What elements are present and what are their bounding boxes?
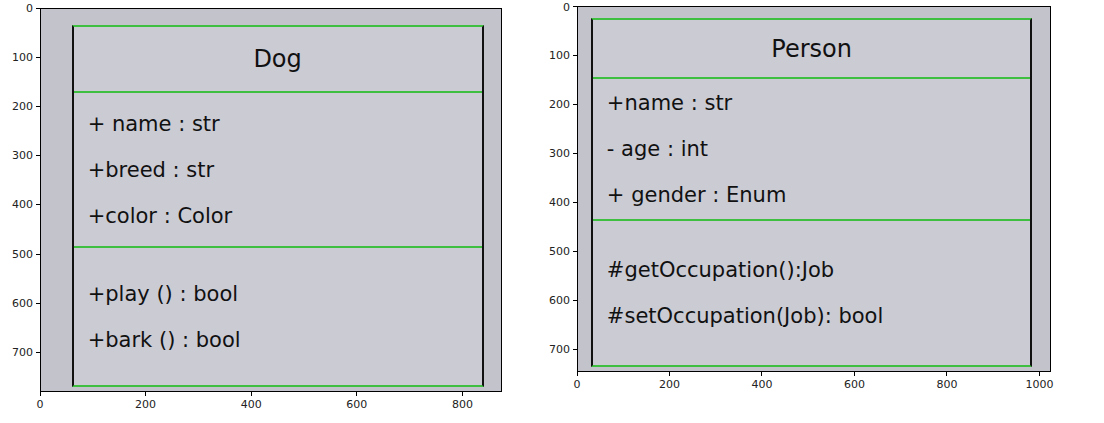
axis-tick [573,300,577,301]
tick-label: 0 [26,2,33,15]
tick-label: 700 [12,346,33,359]
axis-tick [356,392,357,396]
axis-tick [36,155,40,156]
tick-label: 600 [346,398,367,411]
axis-tick [573,349,577,350]
tick-label: 800 [452,398,473,411]
tick-label: 200 [12,100,33,113]
axis-tick [573,6,577,7]
tick-label: 100 [549,49,570,62]
class-name: Person [771,26,852,72]
axis-tick [1039,372,1040,376]
axis-tick [36,303,40,304]
method-text: +play () : bool [88,271,468,317]
axis-tick [36,106,40,107]
tick-label: 200 [659,378,680,391]
axis-tick [946,372,947,376]
uml-class-box: Person +name : str- age : int+ gender : E… [591,18,1033,367]
axis-tick [36,8,40,9]
tick-label: 400 [549,196,570,209]
tick-label: 800 [936,378,957,391]
tick-label: 300 [549,147,570,160]
tick-label: 700 [549,343,570,356]
axis-tick [36,204,40,205]
method-compartment: +play () : bool+bark () : bool [74,246,482,385]
method-text: #setOccupation(Job): bool [607,293,1017,339]
uml-class-box: Dog + name : str+breed : str+color : Colo… [72,25,484,387]
attribute-text: - age : int [607,126,1017,172]
tick-label: 0 [37,398,44,411]
axis-tick [36,352,40,353]
axis-tick [36,254,40,255]
axis-tick [462,392,463,396]
attribute-text: +color : Color [88,193,468,239]
attribute-text: + gender : Enum [607,172,1017,218]
axis-tick [573,202,577,203]
tick-label: 400 [751,378,772,391]
attribute-compartment: + name : str+breed : str+color : Color [74,91,482,246]
tick-label: 500 [12,248,33,261]
axis-tick [36,57,40,58]
axis-tick [669,372,670,376]
axis-tick [573,153,577,154]
tick-label: 500 [549,245,570,258]
tick-label: 1000 [1025,378,1053,391]
axis-tick [573,55,577,56]
axis-tick [573,251,577,252]
axis-tick [40,392,41,396]
method-compartment: #getOccupation():Job#setOccupation(Job):… [593,219,1031,365]
attribute-text: + name : str [88,101,468,147]
axis-tick [577,372,578,376]
tick-label: 600 [12,297,33,310]
tick-label: 400 [241,398,262,411]
tick-label: 200 [135,398,156,411]
class-name-compartment: Person [593,20,1031,76]
axis-tick [573,104,577,105]
axis-tick [145,392,146,396]
class-name-compartment: Dog [74,27,482,91]
tick-label: 600 [549,294,570,307]
axis-tick [251,392,252,396]
method-text: #getOccupation():Job [607,247,1017,293]
tick-label: 100 [12,51,33,64]
tick-label: 200 [549,98,570,111]
attribute-compartment: +name : str- age : int+ gender : Enum [593,77,1031,219]
tick-label: 300 [12,149,33,162]
tick-label: 0 [574,378,581,391]
tick-label: 600 [844,378,865,391]
tick-label: 400 [12,198,33,211]
axis-tick [854,372,855,376]
attribute-text: +breed : str [88,147,468,193]
method-text: +bark () : bool [88,317,468,363]
attribute-text: +name : str [607,80,1017,126]
class-name: Dog [253,36,301,82]
axis-tick [761,372,762,376]
tick-label: 0 [563,1,570,14]
